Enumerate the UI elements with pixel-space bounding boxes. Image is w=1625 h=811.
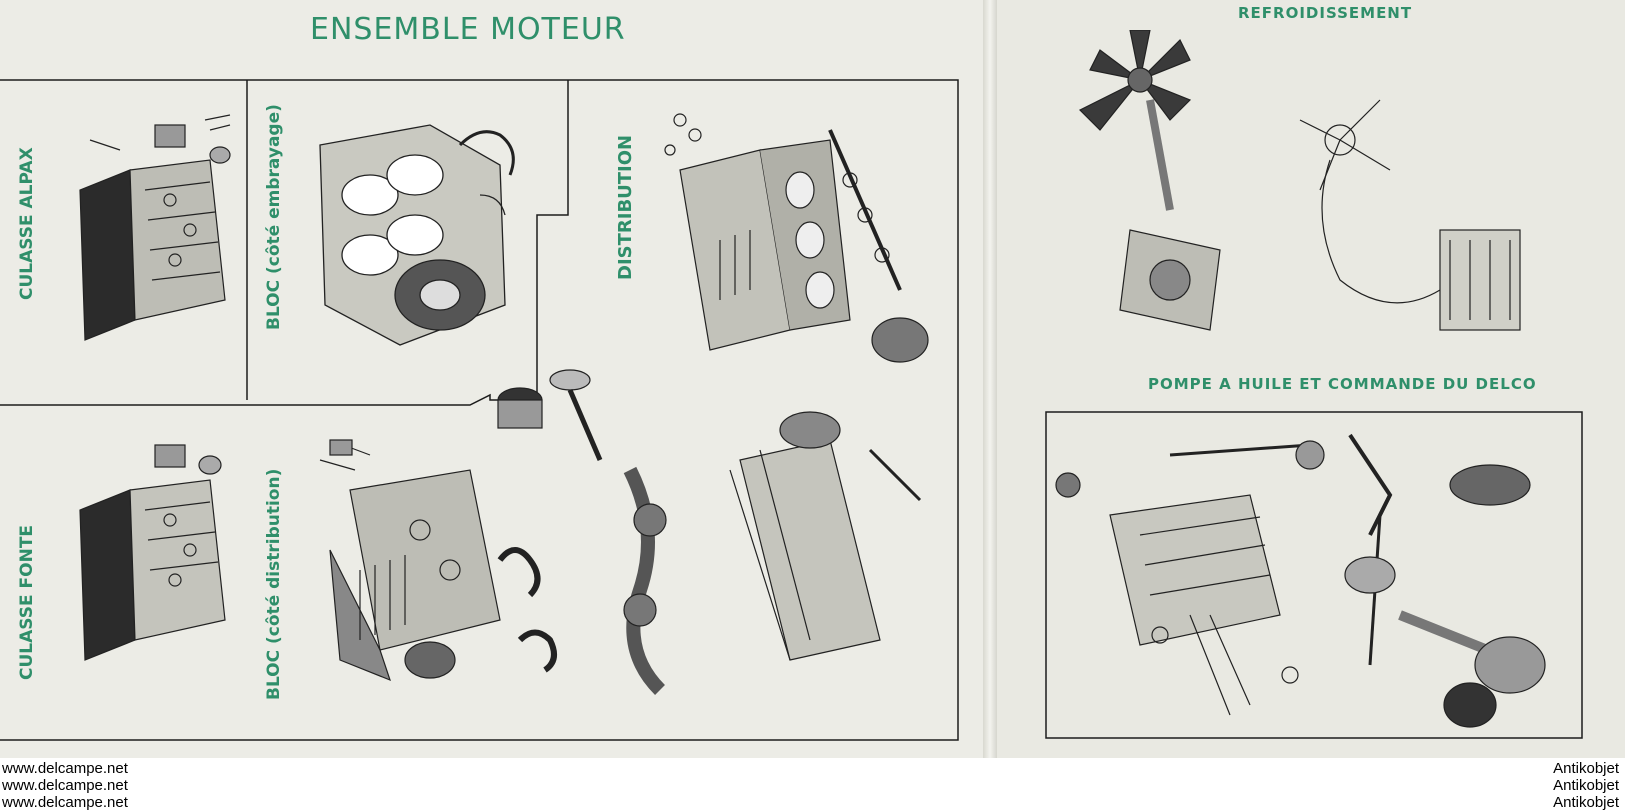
bloc-embrayage-drawing	[319, 124, 515, 346]
distribution-drawing	[664, 113, 929, 363]
refroidissement-title: REFROIDISSEMENT	[1238, 4, 1413, 22]
page-title: ENSEMBLE MOTEUR	[310, 12, 626, 47]
section-label-bloc-embrayage: BLOC (côté embrayage)	[264, 104, 284, 330]
vilebrequin-drawing	[497, 369, 922, 695]
section-label-distribution: DISTRIBUTION	[615, 134, 636, 280]
culasse-fonte-drawing	[79, 444, 226, 661]
culasse-alpax-drawing	[79, 114, 231, 341]
watermark-left-line: www.delcampe.net	[2, 760, 128, 777]
section-label-culasse-fonte: CULASSE FONTE	[17, 524, 37, 680]
pompe-title: POMPE A HUILE ET COMMANDE DU DELCO	[1148, 375, 1537, 393]
watermark-right-line: Antikobjet	[1553, 777, 1619, 794]
watermark-right-line: Antikobjet	[1553, 794, 1619, 811]
section-label-bloc-distribution: BLOC (côté distribution)	[264, 468, 284, 700]
pompe-huile-drawing	[1055, 433, 1546, 728]
bloc-distribution-drawing	[319, 439, 501, 682]
watermark-left-line: www.delcampe.net	[2, 777, 128, 794]
watermark-right: Antikobjet Antikobjet Antikobjet	[1553, 760, 1619, 811]
watermark-right-line: Antikobjet	[1553, 760, 1619, 777]
outer-frame-line	[0, 79, 959, 741]
refroidissement-drawing	[1078, 30, 1521, 331]
watermark-left-line: www.delcampe.net	[2, 794, 128, 811]
pompe-frame	[1045, 411, 1583, 739]
page-gutter	[983, 0, 997, 758]
watermark-left: www.delcampe.net www.delcampe.net www.de…	[2, 760, 128, 811]
section-label-culasse-alpax: CULASSE ALPAX	[17, 147, 37, 300]
